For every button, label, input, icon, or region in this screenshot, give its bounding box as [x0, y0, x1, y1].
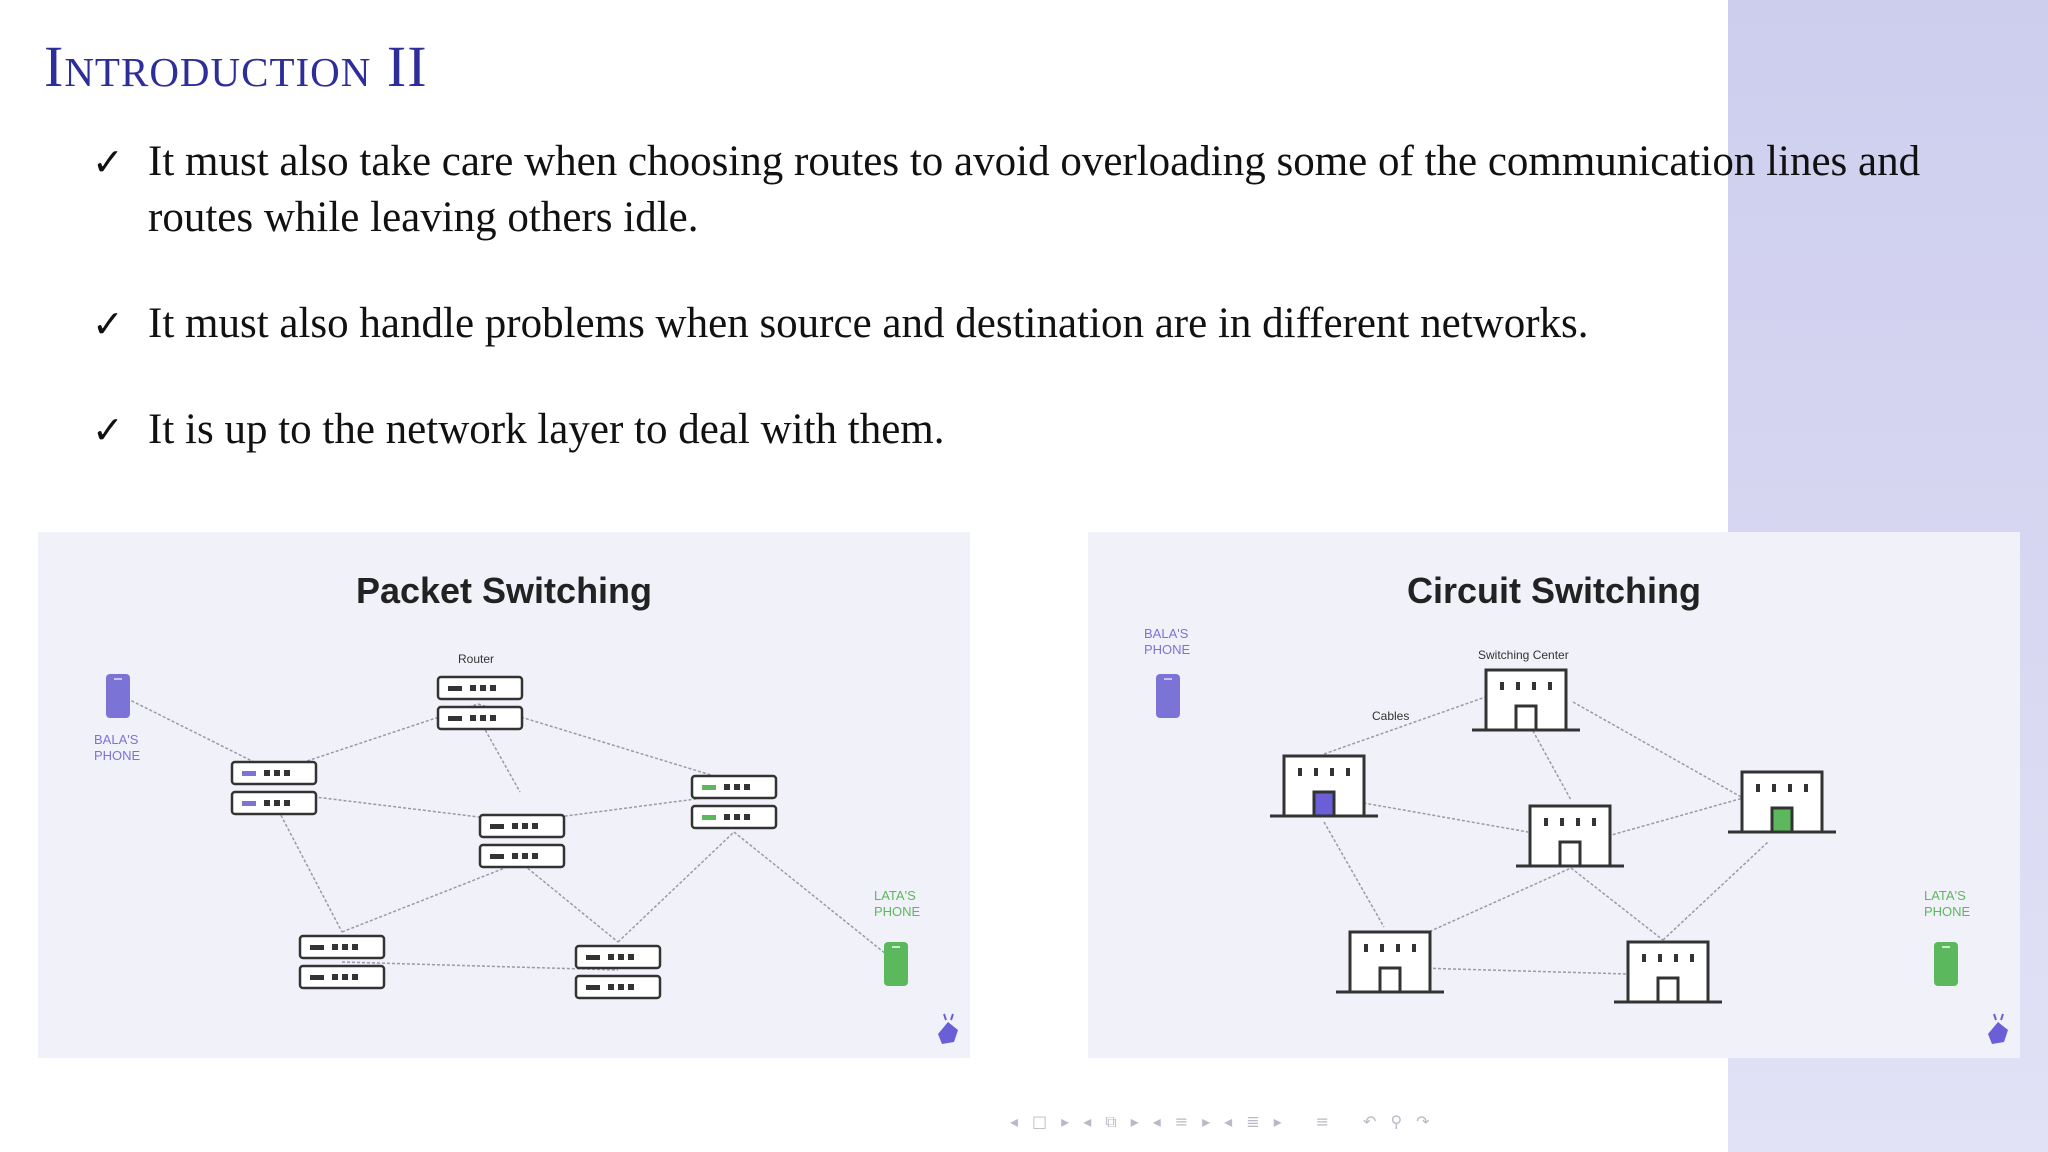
bullet-list: ✓ It must also take care when choosing r…: [92, 134, 2022, 508]
nav-next-icon[interactable]: ▸: [1202, 1112, 1211, 1131]
switching-center-icon: [1336, 930, 1444, 994]
dest-label-line1: LATA'S: [1924, 888, 1966, 903]
nav-next-icon[interactable]: ▸: [1061, 1112, 1070, 1131]
nav-next-icon[interactable]: ▸: [1130, 1112, 1139, 1131]
lata-phone-icon: [884, 942, 908, 986]
redo-icon[interactable]: ↷: [1416, 1112, 1430, 1131]
nav-prev-icon[interactable]: ◂: [1152, 1112, 1161, 1131]
source-label-line1: BALA'S: [1144, 626, 1189, 641]
switching-center-label: Switching Center: [1478, 648, 1569, 662]
slide-navigation-bar: ◂ □ ▸ ◂ ⧉ ▸ ◂ ≡ ▸ ◂ ≣ ▸ ≡ ↶ ⚲ ↷: [1010, 1112, 1430, 1132]
lata-phone-icon: [1934, 942, 1958, 986]
source-label-line2: PHONE: [94, 748, 141, 763]
bullet-item: ✓ It must also handle problems when sour…: [92, 296, 2022, 352]
bullet-item: ✓ It is up to the network layer to deal …: [92, 402, 2022, 458]
checkmark-icon: ✓: [92, 408, 124, 452]
bullet-item: ✓ It must also take care when choosing r…: [92, 134, 2022, 246]
switching-center-icon: [1270, 754, 1378, 818]
frame-icon[interactable]: □: [1032, 1112, 1048, 1131]
list-icon[interactable]: ≣: [1246, 1112, 1260, 1131]
cables-label: Cables: [1372, 709, 1410, 723]
dest-label-line2: PHONE: [1924, 904, 1971, 919]
source-label-line1: BALA'S: [94, 732, 139, 747]
nav-prev-icon[interactable]: ◂: [1224, 1112, 1233, 1131]
brand-logo-icon: [1988, 1013, 2008, 1044]
bullet-text: It must also take care when choosing rou…: [148, 138, 1921, 241]
router-label: Router: [458, 652, 495, 666]
router-icon: [436, 675, 524, 731]
panel-title: Circuit Switching: [1406, 570, 1701, 611]
router-icon: [478, 813, 566, 869]
bullet-text: It is up to the network layer to deal wi…: [148, 406, 945, 453]
slide-title: Introduction II: [44, 34, 428, 99]
subsection-icon[interactable]: ⧉: [1105, 1112, 1117, 1131]
dest-label-line2: PHONE: [874, 904, 921, 919]
packet-switching-diagram: Packet Switching: [38, 532, 970, 1058]
router-icon: [574, 944, 662, 1000]
nav-next-icon[interactable]: ▸: [1273, 1112, 1282, 1131]
checkmark-icon: ✓: [92, 302, 124, 346]
switching-center-icon: [1728, 770, 1836, 834]
nav-prev-icon[interactable]: ◂: [1083, 1112, 1092, 1131]
router-icon: [230, 760, 318, 816]
switching-center-icon: [1516, 804, 1624, 868]
align-icon[interactable]: ≡: [1315, 1112, 1330, 1131]
circuit-switching-diagram: Circuit Switching: [1088, 532, 2020, 1058]
router-icon: [690, 774, 778, 830]
brand-logo-icon: [938, 1013, 958, 1044]
circuit-network-graphic: [1156, 668, 2008, 1044]
source-label-line2: PHONE: [1144, 642, 1191, 657]
switching-center-icon: [1614, 940, 1722, 1004]
nav-prev-icon[interactable]: ◂: [1010, 1112, 1019, 1131]
switching-center-icon: [1472, 668, 1580, 732]
dest-label-line1: LATA'S: [874, 888, 916, 903]
bullet-text: It must also handle problems when source…: [148, 300, 1589, 347]
router-icon: [298, 934, 386, 990]
undo-icon[interactable]: ↶: [1363, 1112, 1377, 1131]
panel-title: Packet Switching: [355, 570, 653, 611]
section-icon[interactable]: ≡: [1174, 1112, 1189, 1131]
bala-phone-icon: [1156, 674, 1180, 718]
bala-phone-icon: [106, 674, 130, 718]
search-icon[interactable]: ⚲: [1390, 1112, 1403, 1131]
checkmark-icon: ✓: [92, 140, 124, 184]
packet-network-graphic: [106, 674, 958, 1044]
